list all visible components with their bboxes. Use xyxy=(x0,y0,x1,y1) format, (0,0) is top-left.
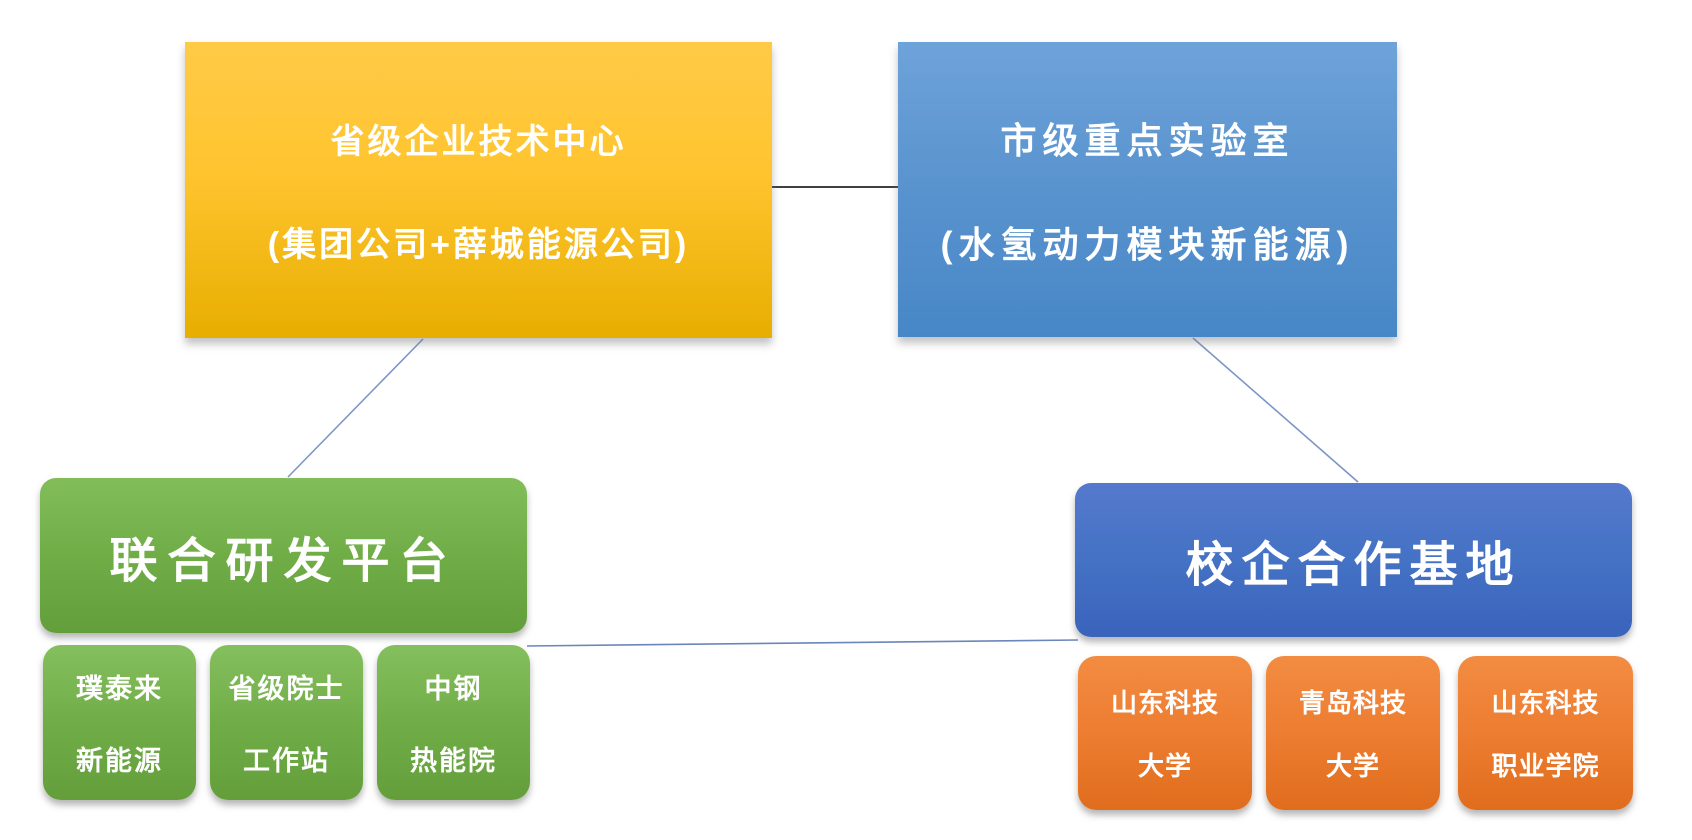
tile-rd-member-putailai: 璞泰来 新能源 xyxy=(43,645,196,800)
tile-line: 大学 xyxy=(1137,751,1192,781)
tile-line: 职业学院 xyxy=(1491,751,1600,781)
tile-line: 省级院士 xyxy=(228,674,345,704)
tile-rd-member-academician-station: 省级院士 工作站 xyxy=(210,645,363,800)
city-key-lab-title: 市级重点实验室 xyxy=(1000,119,1295,161)
tile-rd-member-sinosteel: 中钢 热能院 xyxy=(377,645,530,800)
tile-line: 山东科技 xyxy=(1491,688,1600,718)
city-key-lab-subtitle: (水氢动力模块新能源) xyxy=(940,223,1355,265)
tile-line: 工作站 xyxy=(243,746,330,776)
connector-platform-to-base xyxy=(526,639,1079,647)
tile-school-sdust: 山东科技 大学 xyxy=(1078,656,1252,810)
tile-line: 中钢 xyxy=(424,674,483,704)
tile-line: 青岛科技 xyxy=(1298,688,1407,718)
tile-school-qust: 青岛科技 大学 xyxy=(1266,656,1440,810)
node-school-coop-base: 校企合作基地 xyxy=(1075,483,1632,637)
connector-center-to-platform xyxy=(287,338,424,478)
node-provincial-tech-center: 省级企业技术中心 (集团公司+薛城能源公司) xyxy=(185,42,772,338)
tile-line: 璞泰来 xyxy=(76,674,163,704)
connector-lab-to-base xyxy=(1192,337,1359,483)
school-coop-base-label: 校企合作基地 xyxy=(1185,539,1522,592)
provincial-tech-center-title: 省级企业技术中心 xyxy=(330,123,627,161)
provincial-tech-center-subtitle: (集团公司+薛城能源公司) xyxy=(267,226,690,264)
tile-line: 新能源 xyxy=(76,746,163,776)
tile-line: 大学 xyxy=(1325,751,1380,781)
joint-rd-platform-label: 联合研发平台 xyxy=(109,534,458,588)
tile-school-sd-vocational: 山东科技 职业学院 xyxy=(1458,656,1633,810)
tile-line: 热能院 xyxy=(410,746,497,776)
node-city-key-lab: 市级重点实验室 (水氢动力模块新能源) xyxy=(898,42,1397,337)
tile-line: 山东科技 xyxy=(1110,688,1219,718)
node-joint-rd-platform: 联合研发平台 xyxy=(40,478,527,633)
